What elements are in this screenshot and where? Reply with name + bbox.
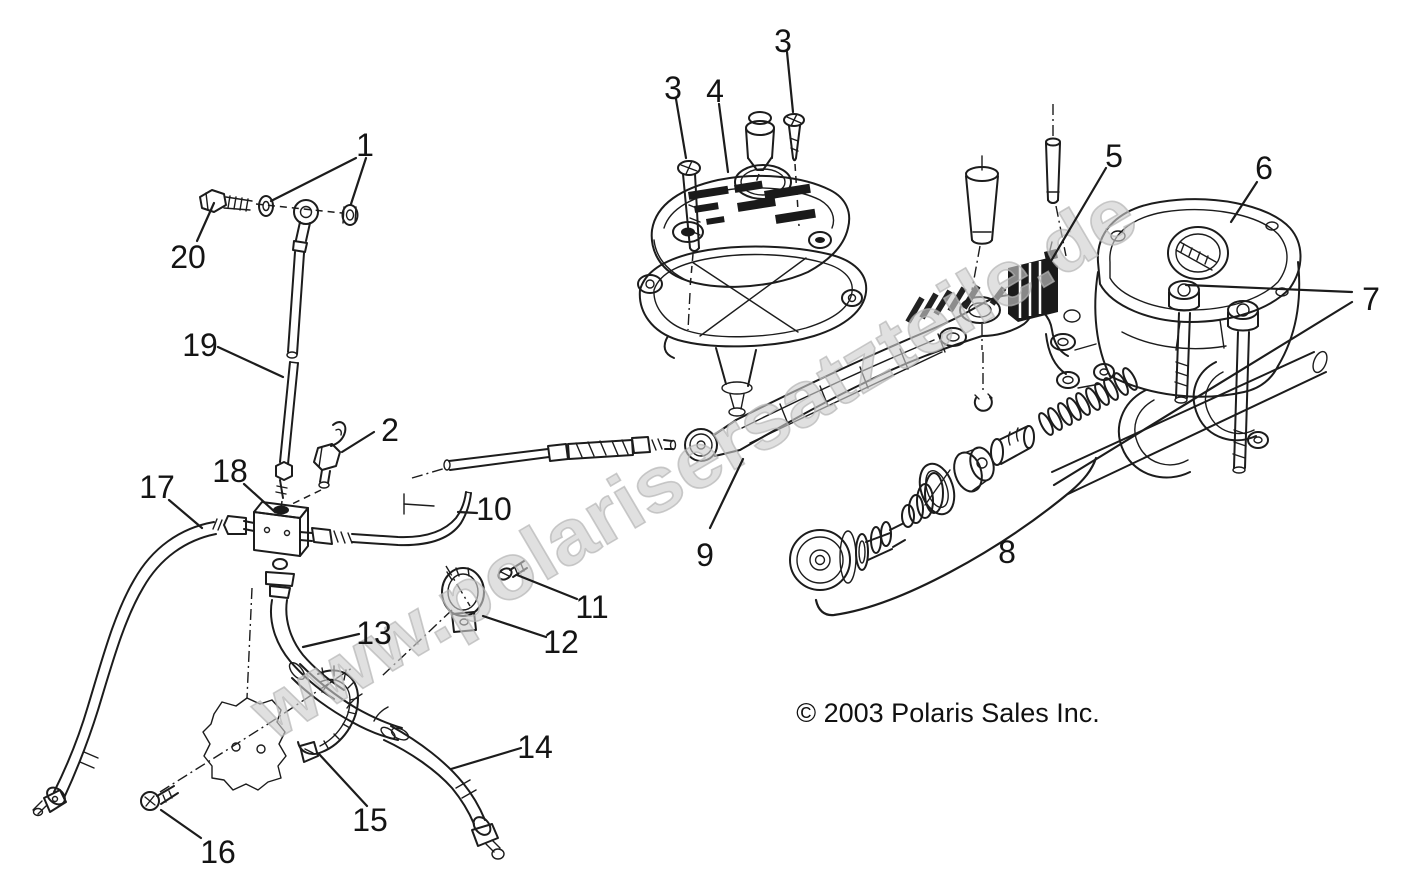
callout-15: 15 (317, 752, 388, 838)
callout-label: 3 (774, 23, 792, 59)
callout-6: 6 (1229, 150, 1273, 224)
callout-14: 14 (449, 729, 553, 771)
actuator-rod (443, 436, 677, 471)
reservoir-cover-assembly (650, 111, 851, 289)
reservoir-base-gasket (637, 245, 868, 417)
callout-9: 9 (696, 457, 745, 573)
hose-clamp (381, 565, 485, 677)
exploded-parts-drawing (32, 104, 1328, 860)
callout-12: 12 (481, 614, 579, 660)
warning-label-bars (687, 180, 816, 225)
junction-block (212, 501, 353, 557)
callout-4: 4 (706, 73, 730, 174)
callout-label: 17 (139, 469, 175, 505)
callout-20: 20 (170, 201, 216, 275)
callout-label: 4 (706, 73, 724, 109)
copyright-text: © 2003 Polaris Sales Inc. (796, 698, 1100, 728)
callout-label: 3 (664, 70, 682, 106)
callout-label: 7 (1362, 281, 1380, 317)
pad-screw (140, 785, 179, 811)
callout-label: 10 (476, 491, 512, 527)
callout-label: 16 (200, 834, 236, 870)
callout-label: 6 (1255, 150, 1273, 186)
mounting-pad (159, 587, 353, 793)
callout-3-right: 3 (774, 23, 795, 114)
linkage-assembly (199, 189, 359, 510)
callout-label: 9 (696, 537, 714, 573)
callout-label: 2 (381, 412, 399, 448)
elbow-fitting (289, 421, 347, 506)
callout-17: 17 (139, 469, 204, 530)
brake-hose-right (380, 725, 505, 860)
callout-3-left: 3 (664, 70, 688, 160)
callouts-layer: 1 20 19 3 4 3 5 6 (139, 23, 1380, 870)
brake-hose-left (32, 521, 217, 817)
callout-label: 14 (517, 729, 553, 765)
callout-10: 10 (456, 491, 512, 527)
cable-tie (297, 665, 359, 763)
callout-label: 13 (356, 615, 392, 651)
callout-11: 11 (515, 573, 609, 625)
callout-5: 5 (1049, 138, 1123, 263)
clamp-screw (497, 560, 528, 581)
callout-label: 12 (543, 624, 579, 660)
callout-2: 2 (340, 412, 399, 454)
callout-label: 5 (1105, 138, 1123, 174)
piston-repair-kit (789, 352, 1098, 617)
lever-switch (1008, 241, 1081, 323)
brake-lever (684, 284, 1101, 462)
callout-1: 1 (269, 127, 374, 206)
callout-19: 19 (182, 327, 285, 379)
callout-label: 20 (170, 239, 206, 275)
callout-label: 1 (356, 127, 374, 163)
callout-8: 8 (998, 534, 1016, 570)
pivot-pins (965, 104, 1067, 291)
callout-13: 13 (301, 615, 392, 651)
piston-spring (1038, 367, 1138, 436)
brake-tube (351, 467, 472, 547)
callout-label: 18 (212, 453, 248, 489)
callout-label: 8 (998, 534, 1016, 570)
handlebar-clamp (1051, 350, 1328, 495)
callout-16: 16 (159, 808, 236, 870)
callout-label: 15 (352, 802, 388, 838)
callout-7: 7 (1052, 281, 1380, 487)
mounting-bolts (1168, 280, 1259, 474)
callout-label: 19 (182, 327, 218, 363)
callout-18: 18 (212, 453, 277, 514)
callout-label: 11 (575, 589, 608, 625)
